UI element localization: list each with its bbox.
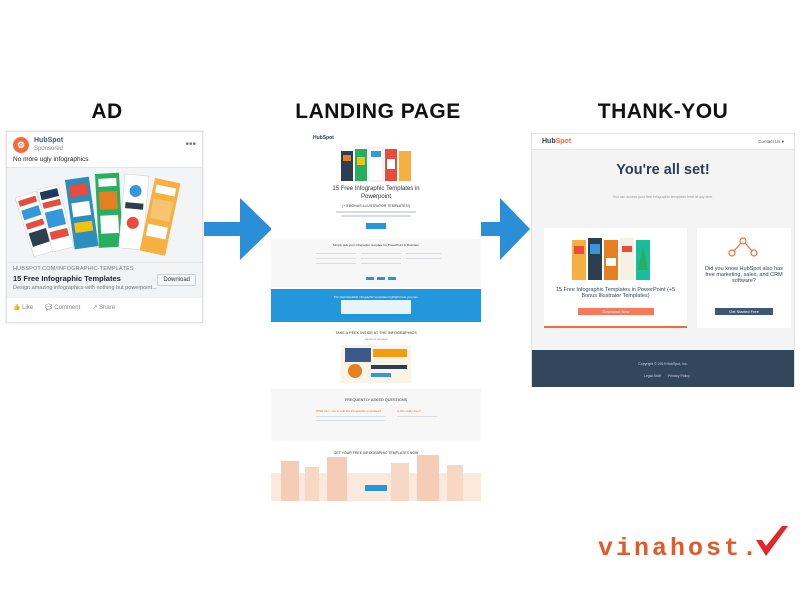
ad-message: No more ugly infographics xyxy=(13,156,89,163)
city-skyline-image xyxy=(271,455,481,501)
share-button[interactable]: ↗ Share xyxy=(92,305,116,311)
bullet-box xyxy=(341,300,411,314)
cta-title: GET YOUR FREE INFOGRAPHIC TEMPLATES NOW xyxy=(333,451,419,455)
ad-image[interactable] xyxy=(7,167,202,263)
arrow-right-icon xyxy=(466,198,530,260)
text-placeholder xyxy=(316,420,386,421)
text-placeholder xyxy=(316,416,386,417)
infographic-collage-image xyxy=(14,172,181,258)
hubspot-logo: HubSpot xyxy=(313,135,334,141)
logo-spot: Spot xyxy=(555,138,572,145)
comment-label: Comment xyxy=(54,305,81,311)
share-label: Share xyxy=(99,305,116,311)
ad-sponsored-label: Sponsored xyxy=(34,146,64,152)
ad-actions: 👍 Like 💬 Comment ↗ Share xyxy=(7,298,202,317)
hero-cta-button[interactable] xyxy=(366,223,386,229)
facebook-ad[interactable]: ⚙ HubSpot Sponsored ••• No more ugly inf… xyxy=(6,131,203,323)
hubspot-logo-icon: ⚙ xyxy=(13,137,29,153)
download-card: 15 Free Infographic Templates in PowerPo… xyxy=(544,228,687,328)
faq-question-2[interactable]: Is this really free? xyxy=(397,409,421,413)
landing-peek: TAKE A PEEK INSIDE AT THE INFOGRAPHICS H… xyxy=(271,327,481,387)
like-label: Like xyxy=(22,305,34,311)
ad-brand[interactable]: HubSpot xyxy=(34,137,64,144)
faq-title: FREQUENTLY ASKED QUESTIONS xyxy=(344,398,408,402)
templates-preview-image xyxy=(341,147,411,182)
heading-ad: AD xyxy=(91,100,123,123)
text-placeholder xyxy=(397,416,437,417)
text-placeholder xyxy=(316,258,356,259)
badge xyxy=(388,277,396,280)
hubspot-sprocket-icon xyxy=(728,237,758,257)
text-placeholder xyxy=(406,258,441,259)
contact-label: Contact Us xyxy=(758,139,781,144)
ad-url: HUBSPOT.COM/INFOGRAPHIC-TEMPLATES xyxy=(13,266,134,272)
landing-cta-section: GET YOUR FREE INFOGRAPHIC TEMPLATES NOW xyxy=(271,443,481,501)
chevron-down-icon: ▾ xyxy=(781,139,784,144)
ad-description: Design amazing infographics with nothing… xyxy=(13,285,157,291)
blue-band-text: The downloadable infographic templates h… xyxy=(333,295,419,299)
text-placeholder xyxy=(316,253,356,254)
landing-faq: FREQUENTLY ASKED QUESTIONS What can I us… xyxy=(271,389,481,441)
download-card-text: 15 Free Infographic Templates in PowerPo… xyxy=(555,287,676,299)
software-card: Did you know HubSpot also has free marke… xyxy=(697,228,791,328)
vinahost-watermark: vinahost. xyxy=(598,534,761,563)
landing-title-line1: 15 Free Infographic Templates in xyxy=(332,186,420,192)
badge xyxy=(377,277,385,280)
contact-us-link[interactable]: Contact Us ▾ xyxy=(758,139,784,145)
landing-hero: HubSpot 15 Free Infographic Templates in… xyxy=(271,131,481,237)
landing-blue-band: The downloadable infographic templates h… xyxy=(271,289,481,322)
intro-title: Simply pick your infographic template fo… xyxy=(332,243,420,247)
text-placeholder xyxy=(341,215,411,217)
text-placeholder xyxy=(316,263,356,264)
landing-section-intro: Simply pick your infographic template fo… xyxy=(271,239,481,287)
like-button[interactable]: 👍 Like xyxy=(13,305,34,311)
landing-page-preview: HubSpot 15 Free Infographic Templates in… xyxy=(271,131,481,501)
landing-bullets xyxy=(271,300,481,327)
copyright: Copyright © 2019 HubSpot, Inc. xyxy=(638,362,688,366)
text-placeholder xyxy=(336,211,416,213)
text-placeholder xyxy=(406,253,441,254)
download-now-button[interactable]: Download Now xyxy=(578,308,654,315)
text-placeholder xyxy=(361,263,401,264)
download-button[interactable]: Download xyxy=(157,274,196,286)
thank-you-footer: Copyright © 2019 HubSpot, Inc. Legal Stu… xyxy=(532,350,794,387)
badge xyxy=(366,277,374,280)
peek-title: TAKE A PEEK INSIDE AT THE INFOGRAPHICS xyxy=(335,331,417,335)
thank-you-nav: HubSpot Contact Us ▾ xyxy=(532,134,794,150)
ad-link-footer[interactable]: HUBSPOT.COM/INFOGRAPHIC-TEMPLATES 15 Fre… xyxy=(7,263,202,298)
hubspot-logo[interactable]: HubSpot xyxy=(542,138,571,145)
legal-link[interactable]: Legal Stuff xyxy=(644,374,661,378)
get-started-free-button[interactable]: Get Started Free xyxy=(715,308,773,315)
faq-question-1[interactable]: What can I use to edit the infographic t… xyxy=(316,409,382,413)
templates-preview-image xyxy=(572,238,650,280)
infographic-preview-image xyxy=(341,345,411,383)
cta-button[interactable] xyxy=(365,485,387,491)
ad-title: 15 Free Infographic Templates xyxy=(13,274,121,283)
checkmark-logo-icon xyxy=(756,526,788,556)
software-card-text: Did you know HubSpot also has free marke… xyxy=(705,266,783,284)
privacy-link[interactable]: Privacy Policy xyxy=(668,374,690,378)
comment-button[interactable]: 💬 Comment xyxy=(45,305,81,311)
peek-sub: Here's a preview xyxy=(364,337,388,341)
page-subtitle: You can access your free infographic tem… xyxy=(612,195,714,199)
more-options-icon[interactable]: ••• xyxy=(185,139,196,150)
arrow-right-icon xyxy=(200,198,272,260)
logo-hub: Hub xyxy=(542,138,556,145)
page-title: You're all set! xyxy=(616,162,710,178)
thank-you-page-preview: HubSpot Contact Us ▾ You're all set! You… xyxy=(531,133,795,387)
landing-subtitle: (+ 5 BONUS ILLUSTRATOR TEMPLATES!) xyxy=(342,204,410,208)
heading-thank-you: THANK-YOU xyxy=(597,100,729,123)
landing-title-line2: Powerpoint xyxy=(360,194,392,200)
text-placeholder xyxy=(361,258,401,259)
heading-landing-page: LANDING PAGE xyxy=(295,100,461,123)
text-placeholder xyxy=(361,253,401,254)
